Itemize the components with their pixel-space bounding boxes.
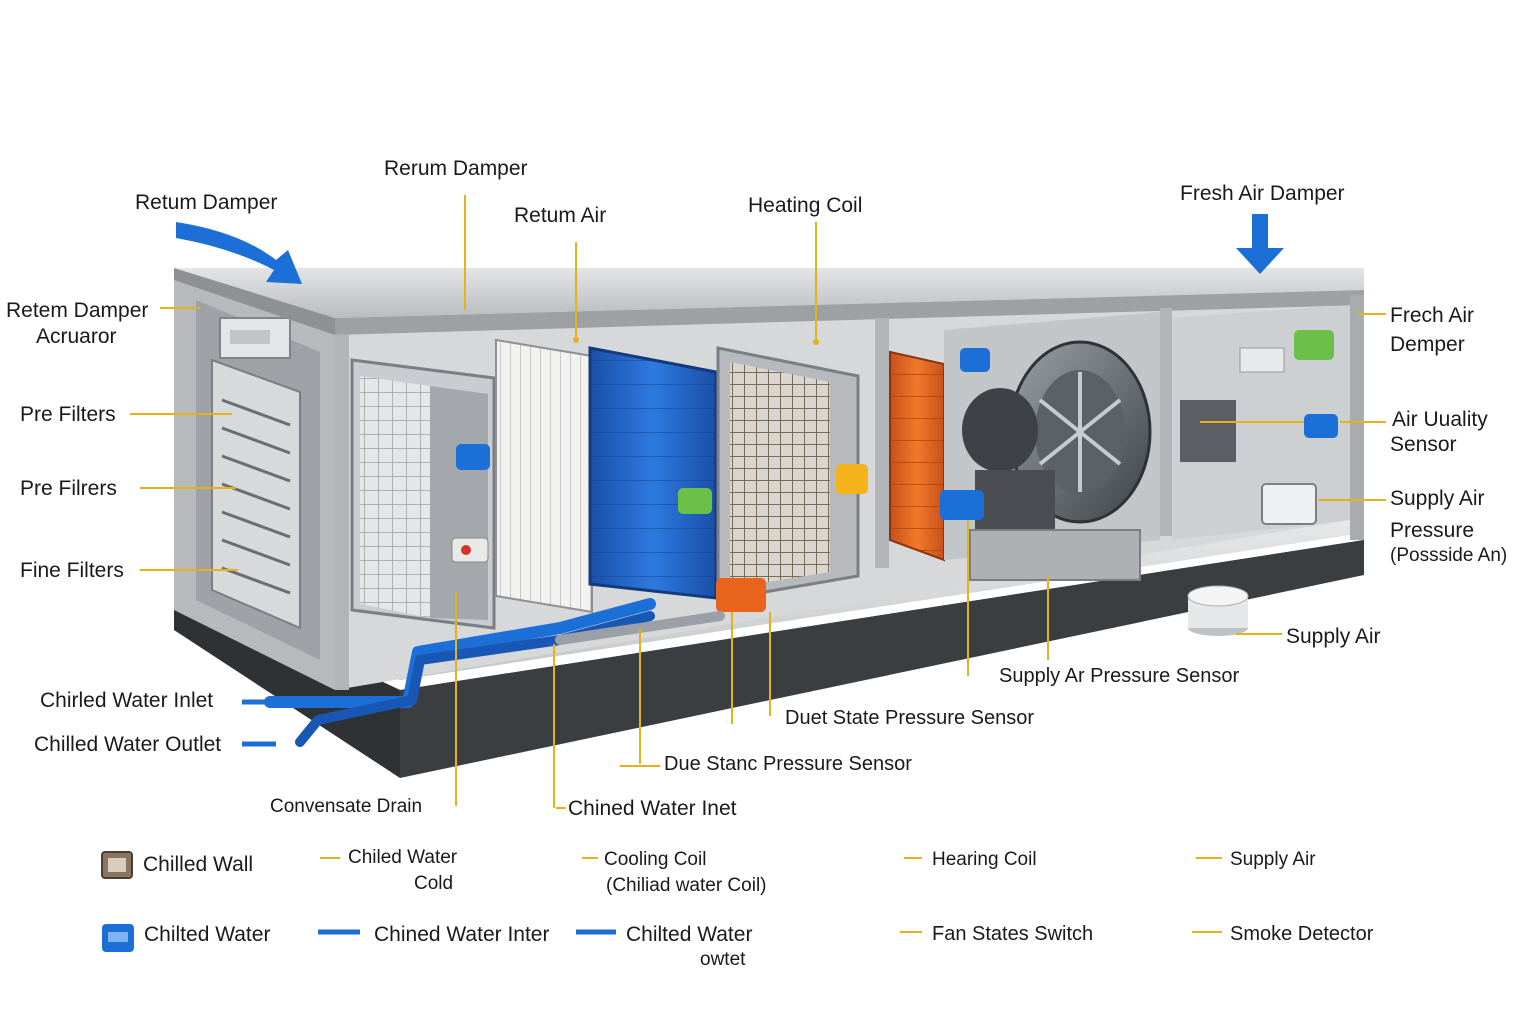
legend-cooling-coil-2: (Chiliad water Coil) bbox=[606, 875, 767, 896]
sensor-green-2 bbox=[1294, 330, 1334, 360]
label-fresh-air-demper-2: Demper bbox=[1390, 333, 1465, 356]
label-supply-air-pressure-1: Supply Air bbox=[1390, 487, 1485, 510]
label-duct-static-1: Due Stanc Pressure Sensor bbox=[664, 753, 912, 775]
label-rerum-damper: Rerum Damper bbox=[384, 157, 528, 180]
legend-chined-water-inter: Chined Water Inter bbox=[374, 923, 550, 946]
legend-chilled-wall: Chilled Wall bbox=[143, 853, 254, 876]
sensor-blue-3 bbox=[940, 490, 984, 520]
leader-lines bbox=[130, 195, 1386, 809]
pre-filter-section bbox=[350, 358, 496, 630]
label-supply-air-pressure-3: (Possside An) bbox=[1390, 545, 1508, 566]
label-chilled-water-outlet: Chilled Water Outlet bbox=[34, 733, 222, 756]
label-fresh-air-demper-1: Frech Air bbox=[1390, 304, 1475, 327]
label-return-damper: Retum Damper bbox=[135, 191, 278, 214]
label-fine-filters: Fine Filters bbox=[20, 559, 124, 582]
legend-chilled-water: Chilted Water bbox=[144, 923, 271, 946]
cooling-coil bbox=[588, 346, 718, 600]
legend-chilled-water-cold-1: Chiled Water bbox=[348, 847, 458, 868]
ahu-unit bbox=[174, 214, 1364, 778]
sensor-blue-1 bbox=[456, 444, 490, 470]
label-chilled-water-inlet-2: Chined Water Inet bbox=[568, 797, 737, 820]
fine-filter-section bbox=[495, 338, 593, 614]
legend-smoke-detector: Smoke Detector bbox=[1230, 923, 1374, 945]
label-return-air: Retum Air bbox=[514, 204, 607, 227]
sensor-blue-2 bbox=[960, 348, 990, 372]
label-condensate-drain: Convensate Drain bbox=[270, 796, 423, 817]
label-supply-air-pressure-2: Pressure bbox=[1390, 519, 1475, 542]
label-supply-air: Supply Air bbox=[1286, 625, 1381, 648]
label-air-quality-2: Sensor bbox=[1390, 433, 1457, 456]
label-chilled-water-inlet: Chirled Water Inlet bbox=[40, 689, 214, 712]
legend-cooling-coil-1: Cooling Coil bbox=[604, 849, 707, 870]
return-air-arrow bbox=[176, 222, 302, 284]
legend-heating-coil: Hearing Coil bbox=[932, 849, 1037, 870]
fresh-air-arrow bbox=[1236, 214, 1284, 274]
label-air-quality-1: Air Uuality bbox=[1392, 408, 1488, 431]
legend-chilled-water-cold-2: Cold bbox=[414, 873, 454, 894]
label-damper-actuator-1: Retem Damper bbox=[6, 299, 149, 322]
label-pre-filters-1: Pre Filters bbox=[20, 403, 116, 426]
supply-fan bbox=[944, 312, 1160, 581]
roof-top bbox=[174, 268, 1364, 318]
label-duct-static-2: Duet State Pressure Sensor bbox=[785, 707, 1035, 729]
label-supply-air-pressure-sensor: Supply Ar Pressure Sensor bbox=[999, 665, 1240, 687]
label-heating-coil: Heating Coil bbox=[748, 194, 863, 217]
sensor-blue-4 bbox=[1304, 414, 1338, 438]
smoke-detector bbox=[1187, 585, 1249, 636]
legend-markers bbox=[101, 851, 1222, 952]
sensor-green-1 bbox=[678, 488, 712, 514]
heating-coil-orange bbox=[889, 350, 945, 562]
legend-chilled-water-outlet-2: owtet bbox=[700, 949, 746, 970]
sensor-yellow-1 bbox=[836, 464, 868, 494]
sensor-orange-1 bbox=[716, 578, 766, 612]
label-fresh-air-damper: Fresh Air Damper bbox=[1180, 182, 1345, 205]
legend-chilled-water-outlet-1: Chilted Water bbox=[626, 923, 753, 946]
legend-fan-states-switch: Fan States Switch bbox=[932, 923, 1094, 945]
label-damper-actuator-2: Acruaror bbox=[36, 325, 117, 348]
roof-edge bbox=[335, 290, 1364, 335]
heating-coil bbox=[716, 346, 860, 602]
legend-supply-air: Supply Air bbox=[1230, 849, 1316, 870]
label-pre-filters-2: Pre Filrers bbox=[20, 477, 117, 500]
